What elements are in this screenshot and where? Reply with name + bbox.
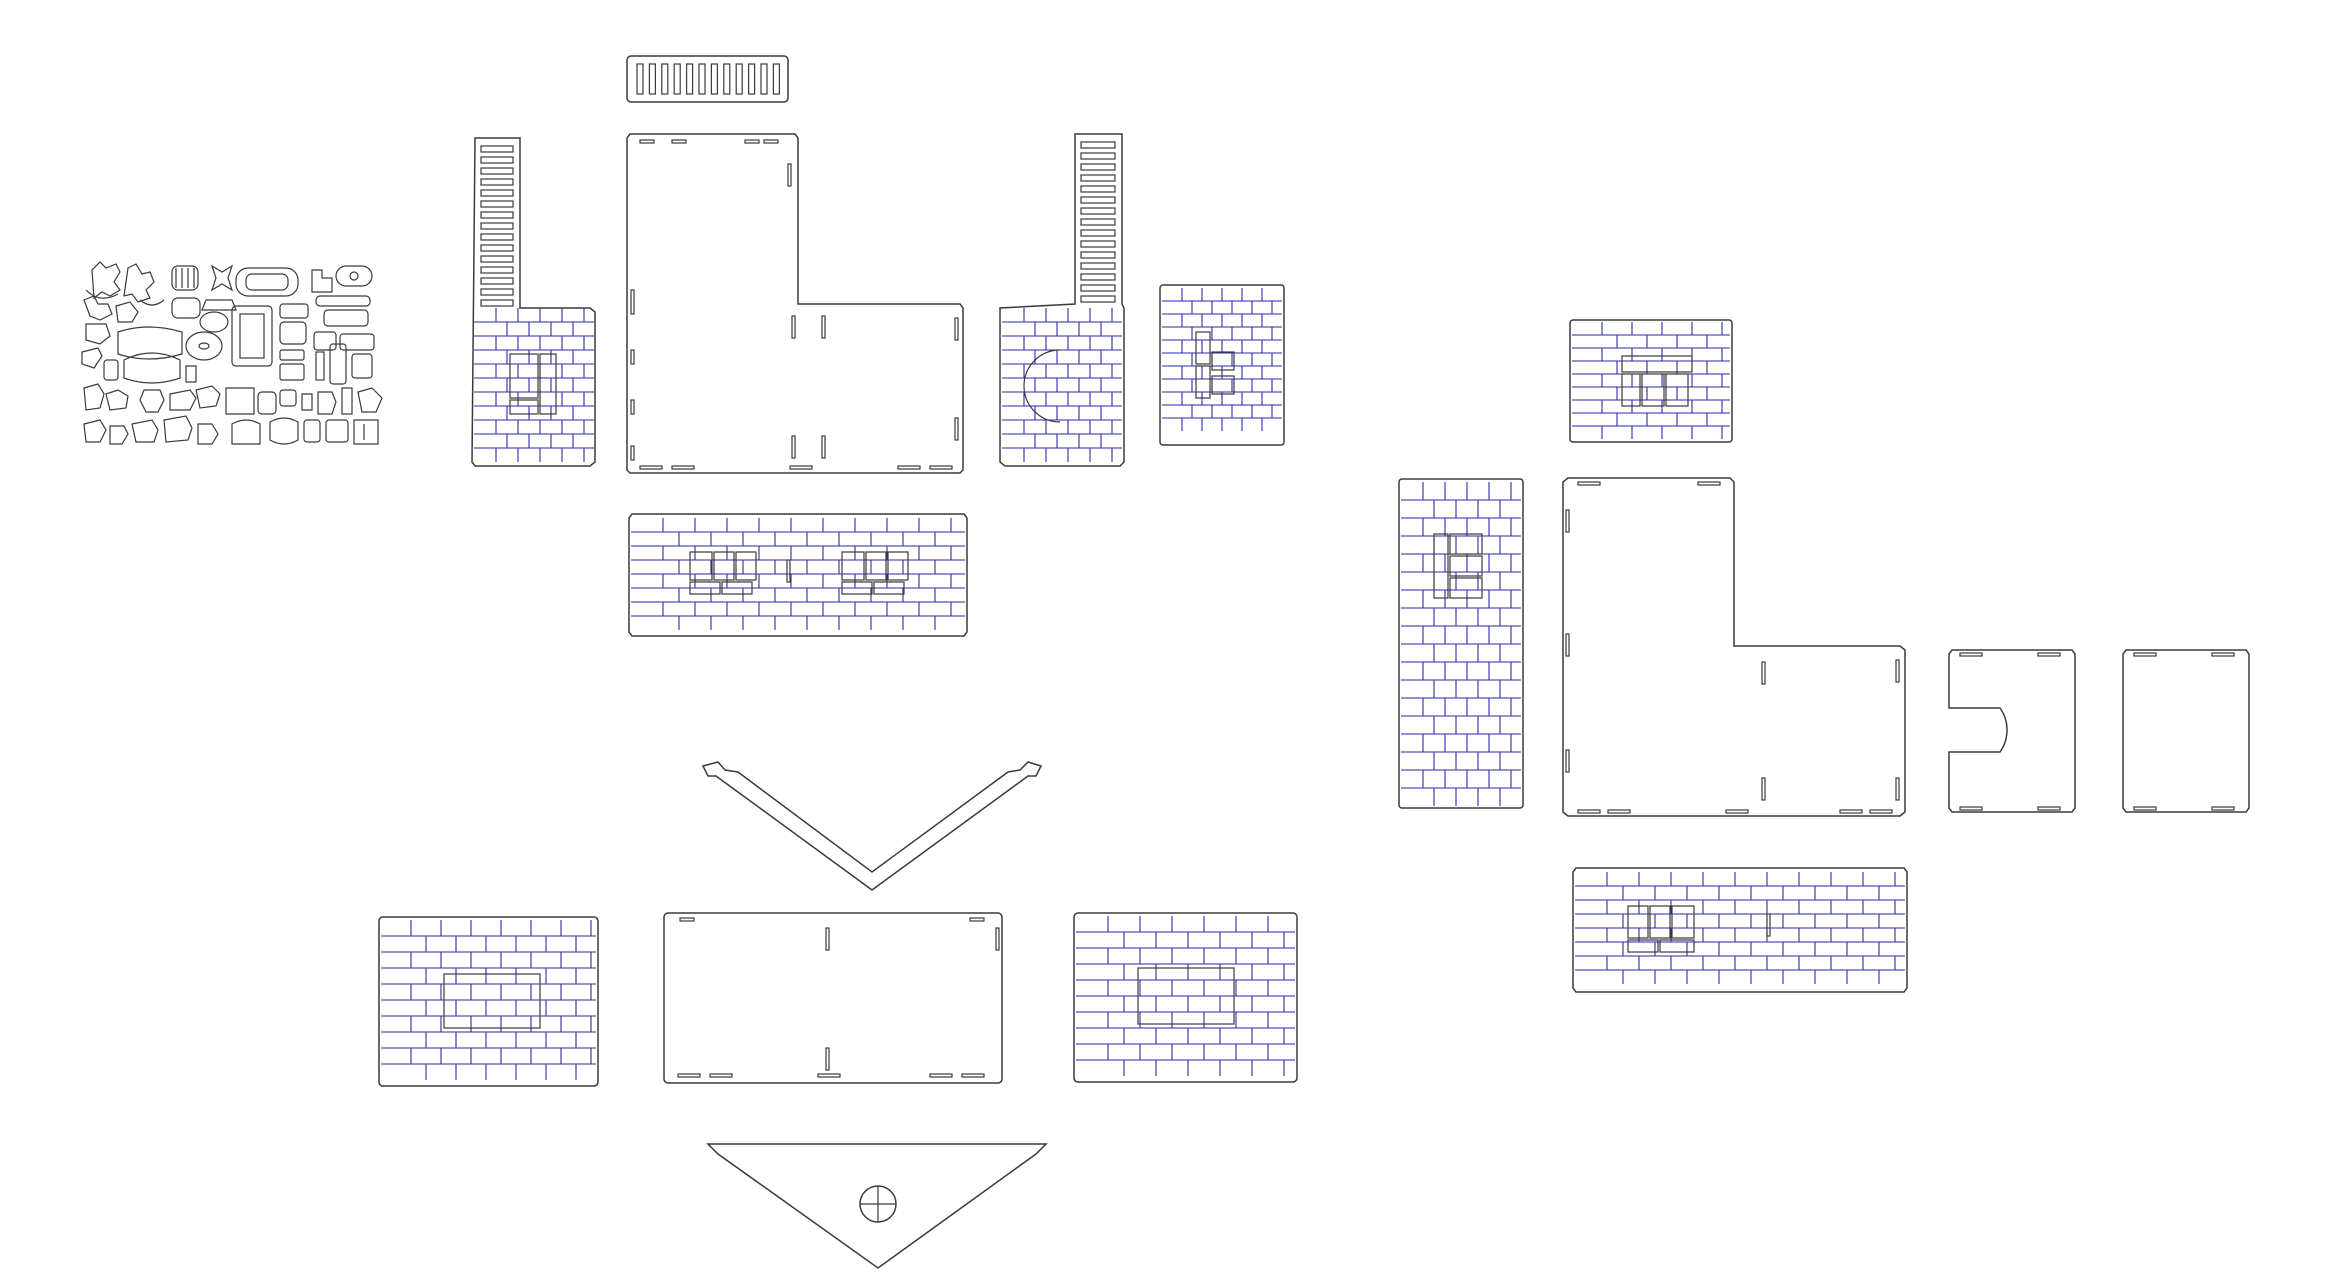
left-wall-with-chimney bbox=[471, 137, 596, 467]
l-shaped-floor-plate-top bbox=[626, 133, 964, 474]
front-brick-wall-top bbox=[628, 513, 968, 637]
plain-end-panel bbox=[2122, 649, 2250, 813]
roof-panel-right bbox=[1073, 912, 1298, 1083]
furniture-pieces-cluster bbox=[81, 261, 383, 445]
roof-panel-left bbox=[378, 916, 599, 1087]
chimney-grill-strip bbox=[626, 55, 789, 103]
gable-triangle-with-round-window bbox=[706, 1143, 1048, 1269]
panel-with-arch-cutout bbox=[1948, 649, 2076, 813]
small-brick-wall-right bbox=[1569, 319, 1733, 443]
front-brick-wall-right bbox=[1572, 867, 1908, 993]
small-brick-wall-top bbox=[1159, 284, 1285, 446]
v-roof-support bbox=[701, 761, 1043, 891]
right-wall-with-chimney bbox=[999, 133, 1125, 467]
tall-brick-wall-right bbox=[1398, 478, 1524, 809]
base-plate-center bbox=[663, 912, 1003, 1084]
l-shaped-floor-plate-right bbox=[1562, 477, 1906, 817]
